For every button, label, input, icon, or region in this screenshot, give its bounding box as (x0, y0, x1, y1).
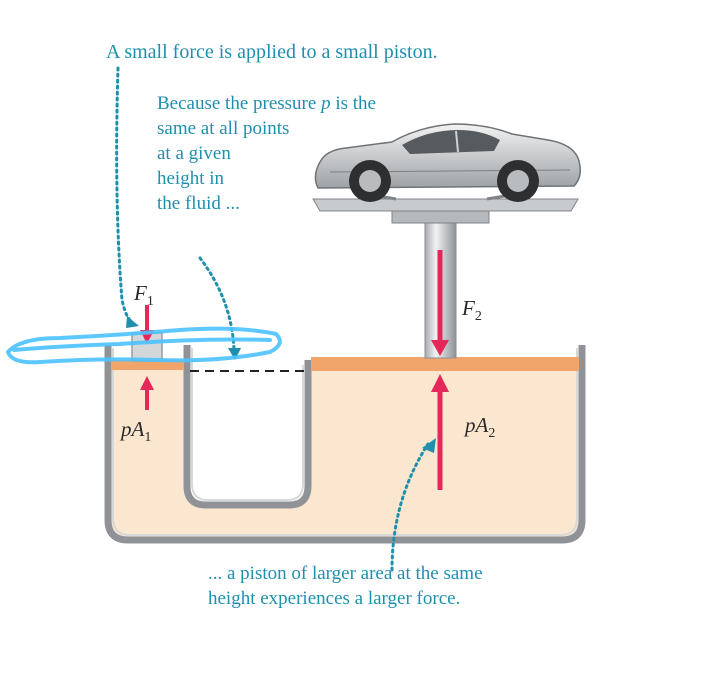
highlight-scribble (6, 326, 282, 365)
caption-same-pressure: Because the pressure p is the same at al… (157, 93, 376, 214)
label-f1: F1 (134, 281, 154, 310)
caption-larger-force: ... a piston of larger area at the same … (208, 563, 483, 609)
label-f2: F2 (462, 296, 482, 325)
container-outline (104, 345, 586, 544)
caption-small-force: A small force is applied to a small pist… (106, 41, 438, 63)
label-pa2: pA2 (465, 413, 496, 442)
car-icon (314, 123, 581, 202)
fluid-left-column (108, 365, 582, 538)
force-arrows (140, 250, 449, 490)
small-piston (111, 360, 184, 370)
large-piston (311, 357, 579, 371)
label-pa1: pA1 (121, 417, 152, 446)
